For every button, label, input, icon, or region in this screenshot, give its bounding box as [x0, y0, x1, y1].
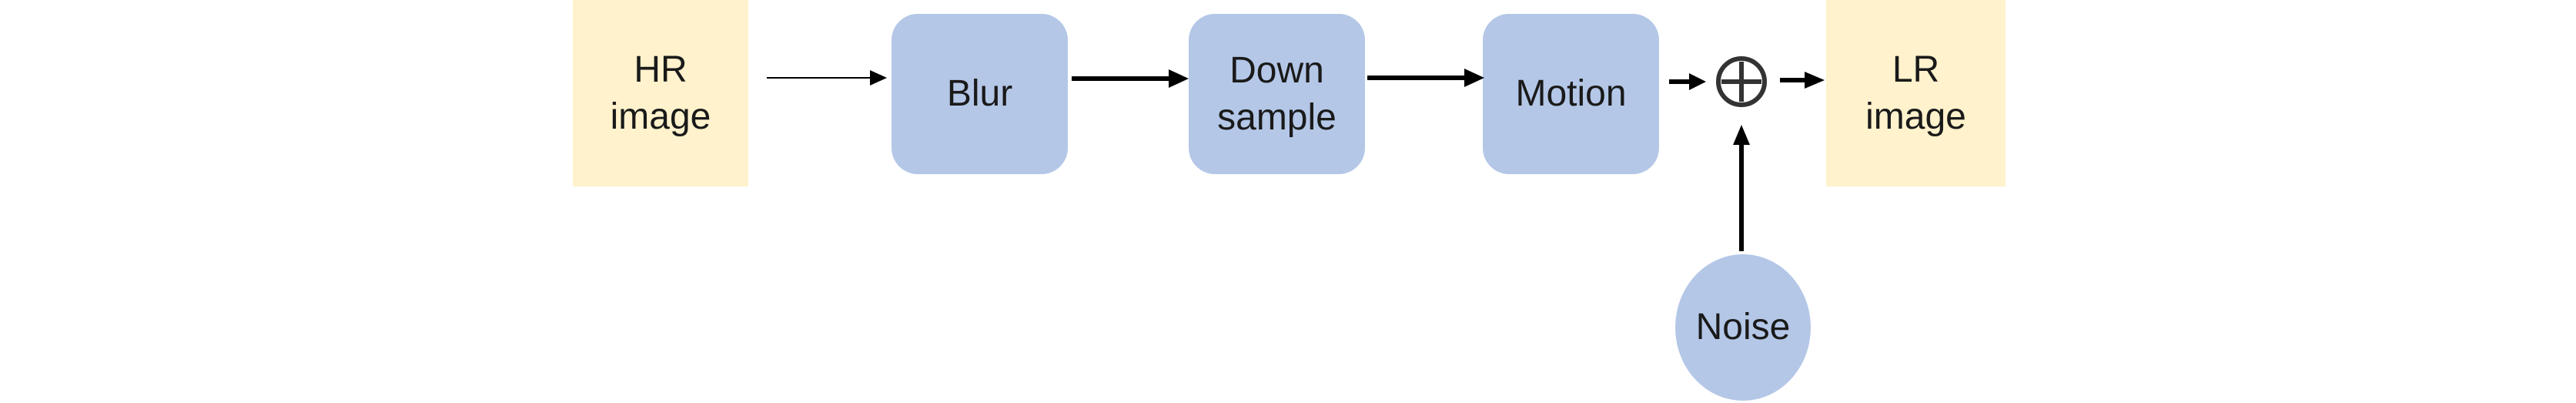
arrow-hr-to-blur	[767, 70, 887, 86]
lr-image-box: LR image	[1826, 0, 2006, 186]
arrow-sum-to-lr	[1780, 72, 1825, 89]
downsample-box: Down sample	[1189, 14, 1365, 174]
motion-box: Motion	[1483, 14, 1659, 174]
arrow-downsample-to-motion	[1367, 69, 1484, 87]
arrow-blur-to-downsample	[1072, 69, 1189, 88]
arrow-noise-to-sum	[1733, 125, 1750, 251]
blur-box: Blur	[892, 14, 1068, 174]
arrow-motion-to-sum	[1669, 73, 1706, 90]
blur-label: Blur	[946, 73, 1013, 115]
noise-ellipse: Noise	[1675, 254, 1811, 401]
circled-plus-icon	[1716, 56, 1767, 107]
motion-label: Motion	[1515, 73, 1627, 115]
lr-image-label: LR image	[1865, 49, 1966, 137]
hr-image-label: HR image	[610, 49, 711, 137]
downsample-label: Down sample	[1217, 49, 1337, 138]
hr-image-box: HR image	[573, 0, 748, 186]
noise-label: Noise	[1695, 307, 1791, 348]
